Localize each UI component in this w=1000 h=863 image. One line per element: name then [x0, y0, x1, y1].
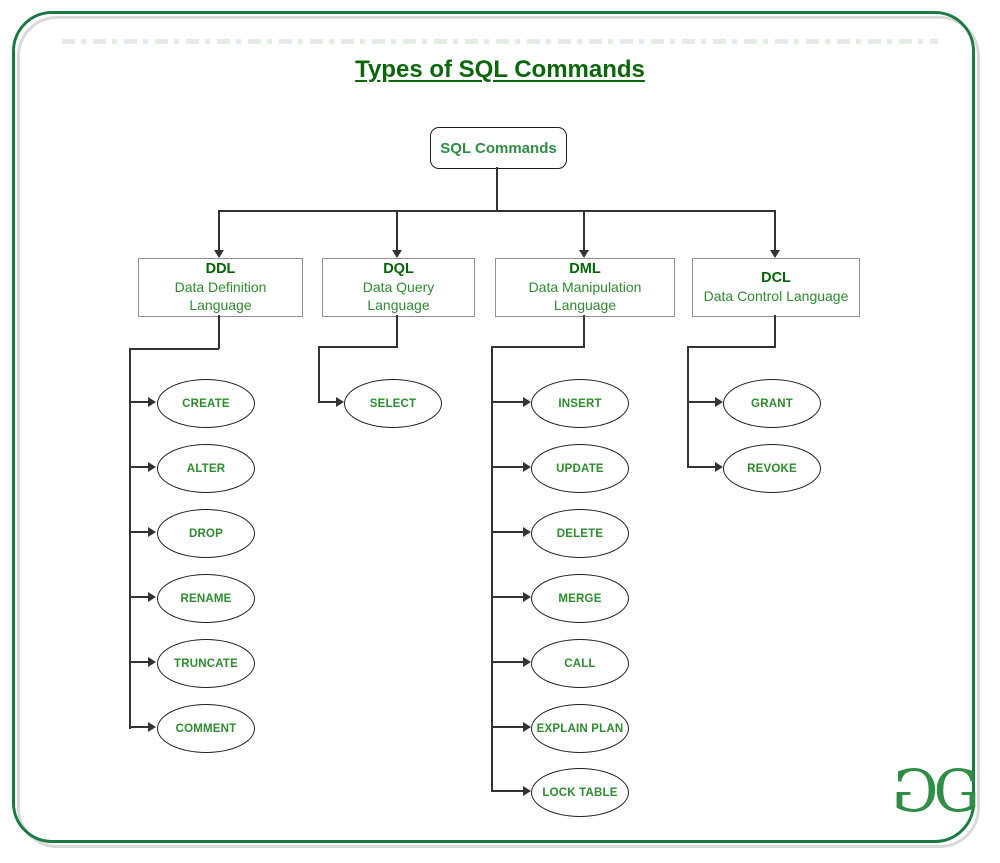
command-node-select: SELECT [344, 379, 442, 428]
command-node-lock-table: LOCK TABLE [531, 768, 629, 817]
branch-abbr: DML [569, 261, 601, 278]
command-node-truncate: TRUNCATE [157, 639, 255, 688]
branch-box-dcl: DCL Data Control Language [692, 258, 860, 317]
page-title: Types of SQL Commands [355, 56, 645, 83]
branch-subtitle: Language [553, 296, 617, 313]
command-node-alter: ALTER [157, 444, 255, 493]
branch-abbr: DDL [205, 261, 236, 278]
command-node-insert: INSERT [531, 379, 629, 428]
branch-subtitle: Data Manipulation [528, 278, 642, 295]
geeksforgeeks-logo: G G [892, 757, 980, 825]
command-node-rename: RENAME [157, 574, 255, 623]
branch-box-dml: DML Data Manipulation Language [495, 258, 675, 317]
command-node-delete: DELETE [531, 509, 629, 558]
branch-box-ddl: DDL Data Definition Language [138, 258, 303, 317]
command-node-drop: DROP [157, 509, 255, 558]
top-dashed-line [62, 39, 938, 44]
command-node-call: CALL [531, 639, 629, 688]
branch-subtitle: Language [189, 296, 252, 313]
command-node-create: CREATE [157, 379, 255, 428]
branch-subtitle: Data Query [362, 278, 435, 295]
command-node-revoke: REVOKE [723, 444, 821, 493]
branch-abbr: DCL [761, 270, 791, 287]
command-node-merge: MERGE [531, 574, 629, 623]
branch-subtitle: Language [367, 296, 430, 313]
branch-box-dql: DQL Data Query Language [322, 258, 475, 317]
command-node-comment: COMMENT [157, 704, 255, 753]
command-node-grant: GRANT [723, 379, 821, 428]
logo-glyph-mirrored-g: G [892, 757, 939, 825]
branch-abbr: DQL [383, 261, 414, 278]
branch-subtitle: Data Control Language [703, 287, 849, 304]
frame-shadow-border [17, 16, 980, 848]
frame-green-border [12, 11, 975, 843]
root-node-sql-commands: SQL Commands [430, 127, 567, 169]
logo-glyph-g: G [933, 757, 980, 825]
command-node-update: UPDATE [531, 444, 629, 493]
branch-subtitle: Data Definition [174, 278, 267, 295]
command-node-explain-plan: EXPLAIN PLAN [531, 704, 629, 753]
